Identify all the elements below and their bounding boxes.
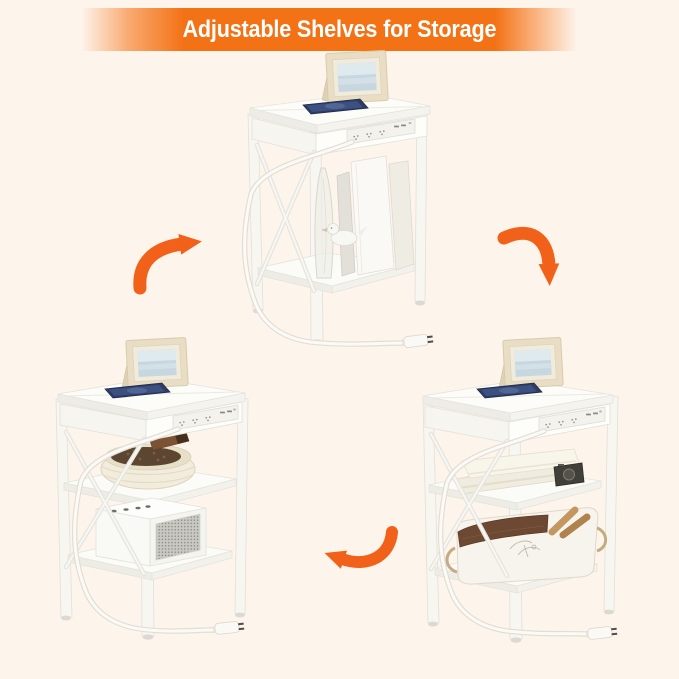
camera bbox=[553, 462, 585, 487]
banner: Adjustable Shelves for Storage bbox=[0, 8, 679, 51]
table-photo-top-center bbox=[241, 50, 434, 348]
bird-figurine bbox=[321, 223, 368, 246]
picture-frame bbox=[498, 337, 564, 389]
cross-brace bbox=[63, 429, 147, 577]
glass-sculpture bbox=[314, 167, 334, 279]
tabletop bbox=[422, 379, 614, 422]
picture-frame bbox=[121, 337, 189, 389]
power-cord bbox=[437, 428, 591, 637]
wooden-utensils bbox=[548, 506, 591, 539]
smartphone bbox=[476, 382, 543, 399]
outlets bbox=[353, 130, 385, 141]
arrow-curve-up-right-icon bbox=[133, 234, 202, 295]
power-cord bbox=[241, 139, 406, 347]
arrow-curve-up-left-icon bbox=[324, 526, 398, 569]
table-photo-bottom-left bbox=[55, 337, 249, 640]
speaker-knobs bbox=[111, 505, 151, 513]
usb-ports bbox=[394, 124, 406, 128]
speaker bbox=[95, 497, 207, 567]
banner-title: Adjustable Shelves for Storage bbox=[182, 15, 497, 43]
picture-frame bbox=[321, 50, 389, 104]
power-strip bbox=[346, 118, 416, 145]
fabric-basket bbox=[445, 506, 608, 585]
arrow-curve-down-icon bbox=[497, 226, 560, 286]
standing-books bbox=[336, 155, 415, 277]
power-strip bbox=[172, 404, 239, 431]
cross-brace bbox=[254, 142, 317, 294]
power-plug-icon bbox=[213, 621, 245, 635]
table-photo-bottom-right bbox=[422, 337, 619, 643]
rope-basket bbox=[100, 431, 196, 490]
power-cord bbox=[71, 426, 217, 634]
book-stack bbox=[453, 448, 585, 495]
power-plug-icon bbox=[402, 334, 434, 348]
tabletop bbox=[57, 377, 246, 421]
power-strip bbox=[538, 406, 606, 433]
smartphone bbox=[104, 382, 171, 399]
smartphone bbox=[302, 98, 369, 115]
basket-print bbox=[509, 540, 541, 558]
rope-handles bbox=[445, 526, 608, 574]
power-plug-icon bbox=[586, 626, 618, 640]
